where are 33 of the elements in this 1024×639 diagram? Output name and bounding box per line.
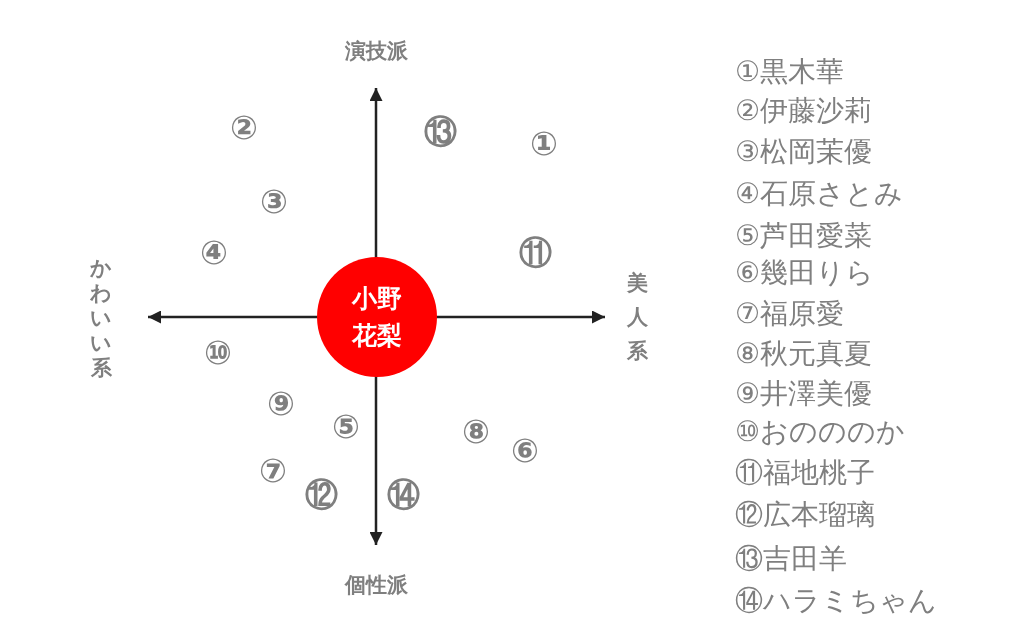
person-name: 小野花梨 — [351, 283, 403, 352]
key-entry: ⑥幾田りら — [735, 259, 875, 287]
axis-label: かわいい系 — [90, 255, 112, 381]
circled-number: ② — [230, 110, 258, 144]
key-entry: ⑤芦田愛菜 — [735, 222, 873, 250]
axis-label: 個性派 — [344, 574, 408, 596]
circled-number: ⑦ — [259, 453, 287, 487]
circled-number: ③ — [260, 184, 288, 218]
key-entry: ⑪福地桃子 — [735, 459, 875, 487]
circled-number: ⑬ — [423, 114, 457, 148]
circled-number: ④ — [200, 235, 228, 269]
circled-number: ① — [530, 126, 558, 160]
circled-number: ⑤ — [332, 409, 360, 443]
key-entry: ⑬吉田羊 — [735, 545, 847, 573]
key-entry: ⑧秋元真夏 — [735, 340, 873, 368]
circled-number: ⑩ — [204, 335, 232, 369]
circled-number: ⑫ — [304, 477, 338, 511]
circled-number: ⑨ — [267, 386, 295, 420]
circled-number: ⑧ — [462, 414, 490, 448]
key-entry: ②伊藤沙莉 — [735, 97, 873, 125]
axis-label: 演技派 — [344, 40, 408, 62]
key-entry: ⑭ハラミちゃん — [735, 587, 937, 615]
circled-number: ⑥ — [511, 433, 539, 467]
key-entry: ⑩おのののか — [735, 418, 906, 446]
key-entry: ③松岡茉優 — [735, 138, 873, 166]
key-entry: ①黒木華 — [735, 58, 845, 86]
circled-number: ⑭ — [386, 477, 420, 511]
key-entry: ⑦福原愛 — [735, 300, 845, 328]
key-entry: ⑫広本瑠璃 — [735, 501, 875, 529]
key-entry: ⑨井澤美優 — [735, 380, 873, 408]
key-entry: ④石原さとみ — [735, 180, 904, 208]
axis-label: 美人系 — [626, 270, 648, 365]
circled-number: ⑪ — [518, 235, 552, 269]
